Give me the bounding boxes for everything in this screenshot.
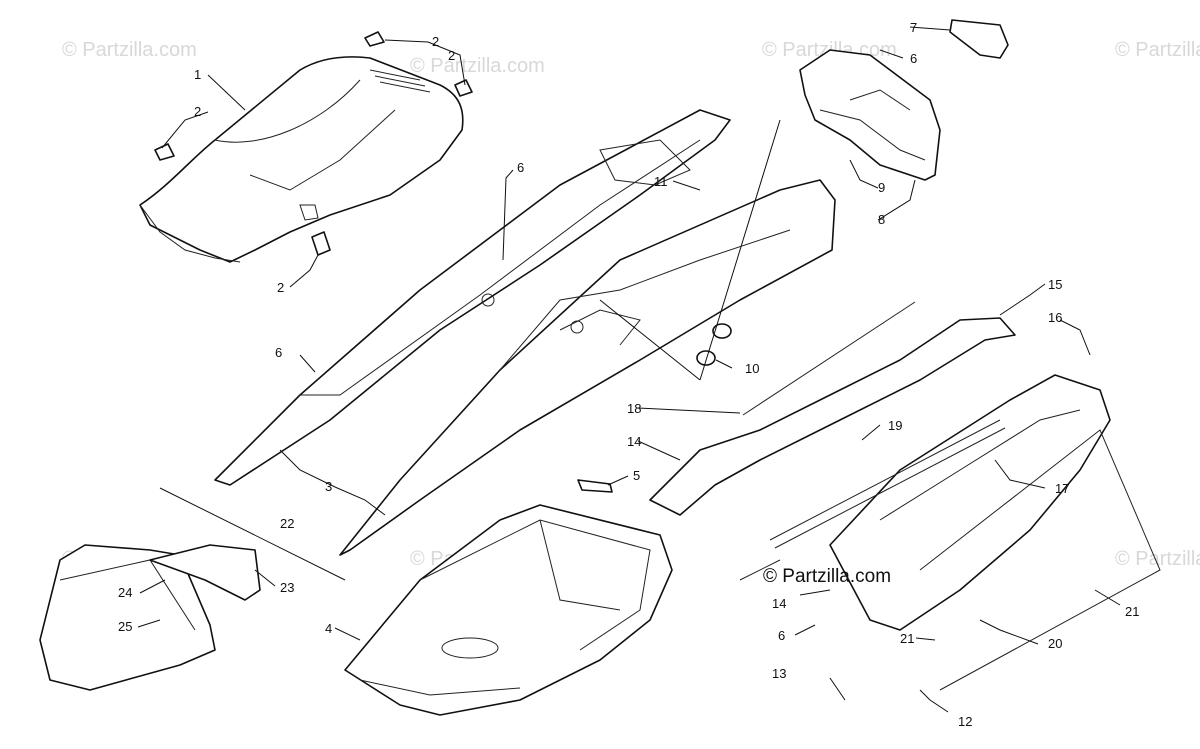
callout-25: 25	[118, 619, 132, 634]
part-2-clips	[154, 31, 473, 256]
callout-16: 16	[1048, 310, 1062, 325]
part-3-side-panels	[214, 109, 836, 556]
watermark-main: © Partzilla.com	[763, 566, 891, 587]
callout-6-center: 6	[517, 160, 524, 175]
callout-23: 23	[280, 580, 294, 595]
callout-2-right: 2	[448, 48, 455, 63]
callout-8: 8	[878, 212, 885, 227]
callout-10: 10	[745, 361, 759, 376]
callout-18: 18	[627, 401, 641, 416]
callout-6-lower: 6	[778, 628, 785, 643]
callout-19: 19	[888, 418, 902, 433]
callout-9: 9	[878, 180, 885, 195]
callout-22: 22	[280, 516, 294, 531]
callout-15: 15	[1048, 277, 1062, 292]
callout-14-upper: 14	[627, 434, 641, 449]
part-22-front-bumper	[39, 544, 261, 691]
callout-3: 3	[325, 479, 332, 494]
part-10-grommets	[696, 323, 732, 366]
leader-lines	[137, 26, 1121, 713]
part-8-rear-cover	[799, 49, 941, 181]
callout-21-left: 21	[900, 631, 914, 646]
callout-2-top: 2	[432, 34, 439, 49]
watermark-top-center: © Partzilla.com	[410, 55, 545, 77]
callout-2-bottom: 2	[277, 280, 284, 295]
watermark-top-edge: © Partzilla.com	[1115, 39, 1200, 61]
part-7-cap	[949, 19, 1009, 59]
callout-6-left: 6	[275, 345, 282, 360]
callout-6-rear: 6	[910, 51, 917, 66]
callout-20: 20	[1048, 636, 1062, 651]
callout-13: 13	[772, 666, 786, 681]
part-5-decal	[577, 479, 613, 493]
callout-2-left: 2	[194, 104, 201, 119]
part-17-rear-panel	[739, 374, 1161, 691]
callout-labels: 1 2 2 2 2 3 4 5 6 6 6 6 7 8 9 10 11 12 1…	[118, 20, 1139, 729]
watermark-bottom-right: © Partzilla.com	[1115, 548, 1200, 570]
callout-1: 1	[194, 67, 201, 82]
callout-7: 7	[910, 20, 917, 35]
callout-4: 4	[325, 621, 332, 636]
part-14-running-board	[649, 301, 1016, 516]
part-1-hood	[139, 56, 464, 263]
callout-12: 12	[958, 714, 972, 729]
callout-21-right: 21	[1125, 604, 1139, 619]
callout-14-lower: 14	[772, 596, 786, 611]
callout-17: 17	[1055, 481, 1069, 496]
part-4-storage-tub	[344, 504, 673, 716]
callout-11: 11	[654, 174, 668, 189]
callout-5: 5	[633, 468, 640, 483]
watermark-top-left: © Partzilla.com	[62, 39, 197, 61]
callout-24: 24	[118, 585, 132, 600]
